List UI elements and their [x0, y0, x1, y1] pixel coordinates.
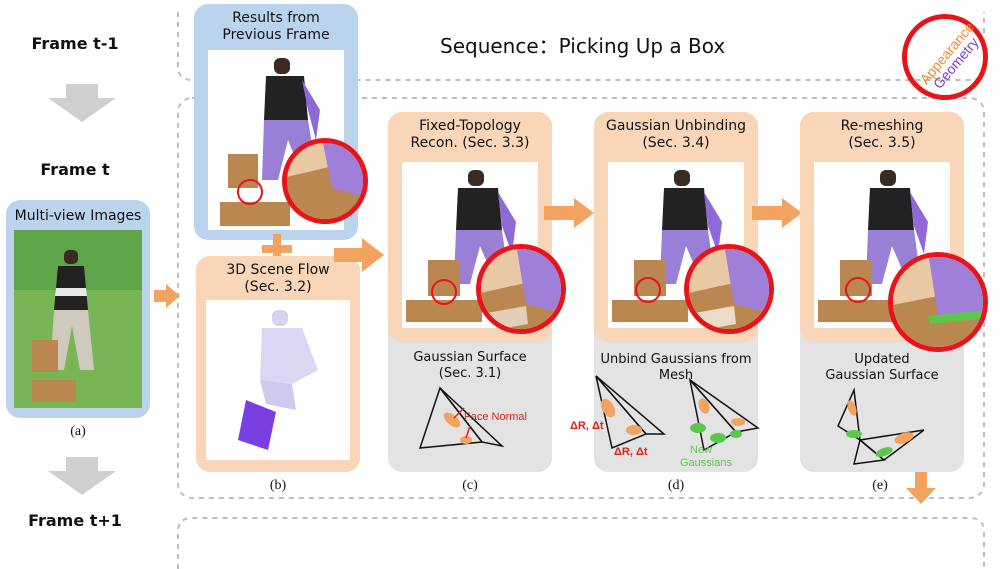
frame-label-next: Frame t+1 — [28, 511, 122, 530]
scene-flow-render — [206, 300, 350, 460]
delta-label-2: ΔR, Δt — [614, 446, 648, 458]
down-arrow-icon — [48, 457, 116, 495]
delta-label-1: ΔR, Δt — [570, 420, 604, 432]
label-c: (c) — [462, 478, 478, 493]
unbinding-diagram — [595, 375, 760, 452]
multiview-photo — [14, 230, 142, 408]
new-gaussians-label-2: Gaussians — [680, 457, 732, 469]
new-gaussians-label-1: New — [690, 444, 713, 456]
remeshing-title-2: (Sec. 3.5) — [848, 135, 916, 151]
previous-title-2: Previous Frame — [222, 27, 330, 43]
gaussian-surface-title-2: (Sec. 3.1) — [438, 366, 502, 381]
label-d: (d) — [667, 478, 685, 493]
plus-icon — [262, 234, 292, 264]
sequence-title: Sequence：Picking Up a Box — [440, 34, 726, 58]
scene-flow-title-2: (Sec. 3.2) — [244, 279, 312, 295]
zoom-circle-icon — [282, 138, 368, 224]
scene-flow-title-1: 3D Scene Flow — [226, 262, 330, 278]
label-b: (b) — [269, 478, 287, 493]
appearance-geometry-badge: Appearance Geometry — [902, 14, 988, 100]
multiview-panel: Multi-view Images — [6, 200, 150, 418]
updated-surface-title-2: Gaussian Surface — [825, 368, 939, 383]
gaussian-surface-diagram — [418, 386, 505, 449]
updated-surface-title-1: Updated — [854, 352, 910, 367]
unbind-gaussians-title: Unbind Gaussians from Mesh — [600, 352, 752, 383]
fixed-topology-title-1: Fixed-Topology — [419, 118, 521, 134]
label-a: (a) — [70, 424, 86, 439]
multiview-title: Multi-view Images — [14, 208, 142, 224]
unbinding-title-2: (Sec. 3.4) — [642, 135, 710, 151]
updated-surface-diagram — [837, 387, 925, 465]
zoom-circle-icon — [476, 244, 566, 334]
right-arrow-icon — [752, 198, 802, 228]
right-arrow-icon — [334, 238, 384, 272]
unbinding-render — [608, 162, 744, 328]
gaussian-surface-title-1: Gaussian Surface — [413, 350, 527, 365]
remeshing-title-1: Re-meshing — [840, 118, 924, 134]
fixed-topology-title-2: Recon. (Sec. 3.3) — [410, 135, 530, 151]
face-normal-label: Face Normal — [464, 411, 527, 423]
down-arrow-icon — [906, 472, 936, 504]
down-arrow-icon — [48, 84, 116, 122]
frame-label-prev: Frame t-1 — [31, 34, 119, 53]
frame-label-current: Frame t — [40, 160, 110, 179]
previous-title-1: Results from — [232, 10, 320, 26]
unbinding-title-1: Gaussian Unbinding — [606, 118, 746, 134]
zoom-circle-icon — [684, 244, 774, 334]
scene-flow-panel: 3D Scene Flow (Sec. 3.2) — [196, 256, 360, 472]
right-arrow-icon — [544, 198, 594, 228]
label-e: (e) — [872, 478, 888, 493]
zoom-circle-icon — [888, 252, 988, 352]
right-arrow-icon — [154, 284, 180, 308]
